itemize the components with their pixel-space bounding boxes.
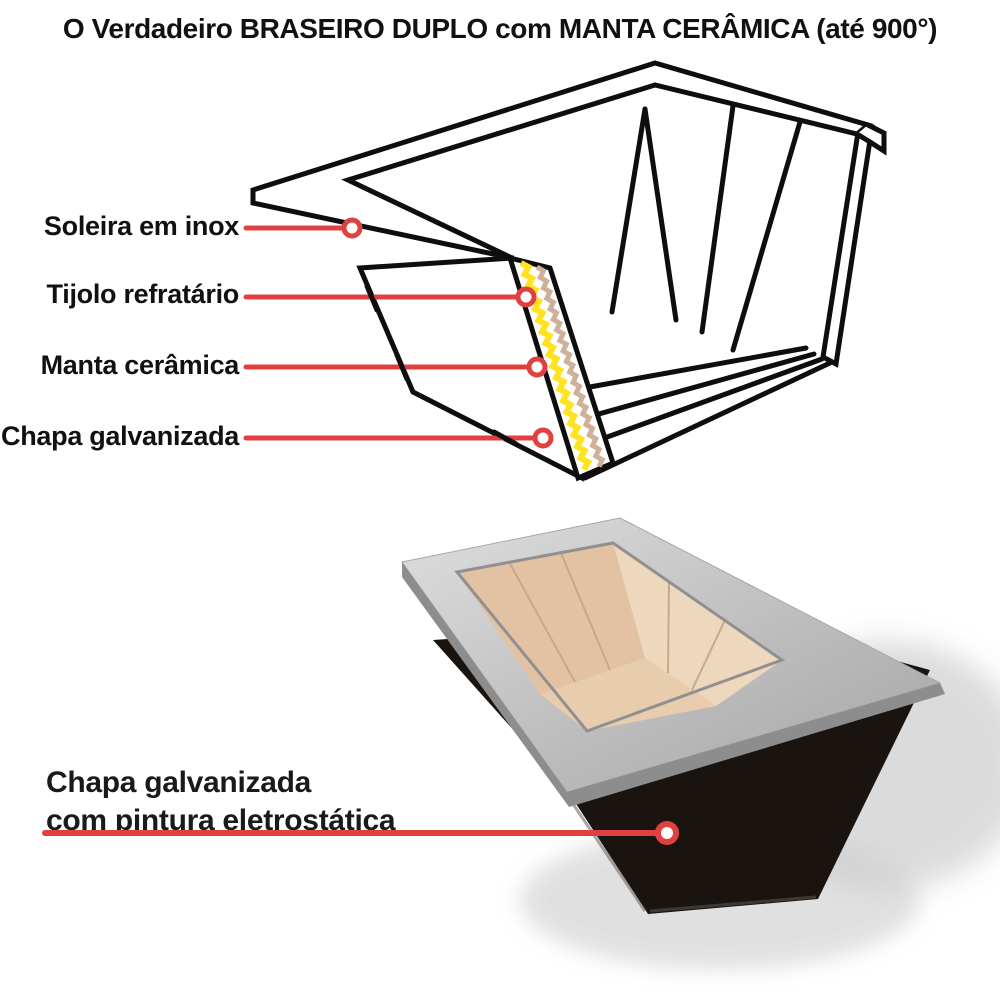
- dot-chapa-pintura: [655, 821, 679, 845]
- dot-chapa: [532, 427, 554, 449]
- label-manta-ceramica: Manta cerâmica: [40, 350, 240, 380]
- label-soleira-inox: Soleira em inox: [43, 211, 239, 241]
- dot-tijolo: [515, 286, 537, 308]
- body-edge-highlight-left: [565, 794, 647, 912]
- product-photo: [42, 517, 1000, 970]
- body-edge-highlight-right: [649, 895, 817, 913]
- tijolo-refratario-layer: [535, 264, 606, 468]
- diagram-leader-dots: [341, 217, 554, 449]
- label-chapa-galvanizada: Chapa galvanizada: [1, 421, 239, 451]
- brick-floor: [540, 658, 716, 731]
- dot-manta: [526, 356, 548, 378]
- brick-wall-right: [613, 543, 782, 706]
- page-title: O Verdadeiro BRASEIRO DUPLO com MANTA CE…: [62, 13, 938, 44]
- right-outer-wall: [820, 123, 875, 368]
- brick-interior: [454, 541, 786, 733]
- flange-soleira: [250, 60, 874, 261]
- flange-right-lip: [854, 122, 887, 156]
- interior-wall-joint-lines: [609, 103, 803, 353]
- diagram-leader-lines: [243, 225, 546, 441]
- brick-wall-left: [457, 543, 645, 694]
- interior-floor-lines: [559, 345, 835, 481]
- label-tijolo-refratario: Tijolo refratário: [46, 279, 240, 309]
- label-chapa-pintura-line1: Chapa galvanizada: [46, 766, 311, 799]
- opening-rim-edge: [454, 541, 786, 733]
- dot-soleira: [341, 217, 363, 239]
- brick-joint-lines: [508, 552, 726, 691]
- outline-over-leader-patches: [364, 283, 519, 447]
- brazier-line-drawing: [356, 103, 875, 482]
